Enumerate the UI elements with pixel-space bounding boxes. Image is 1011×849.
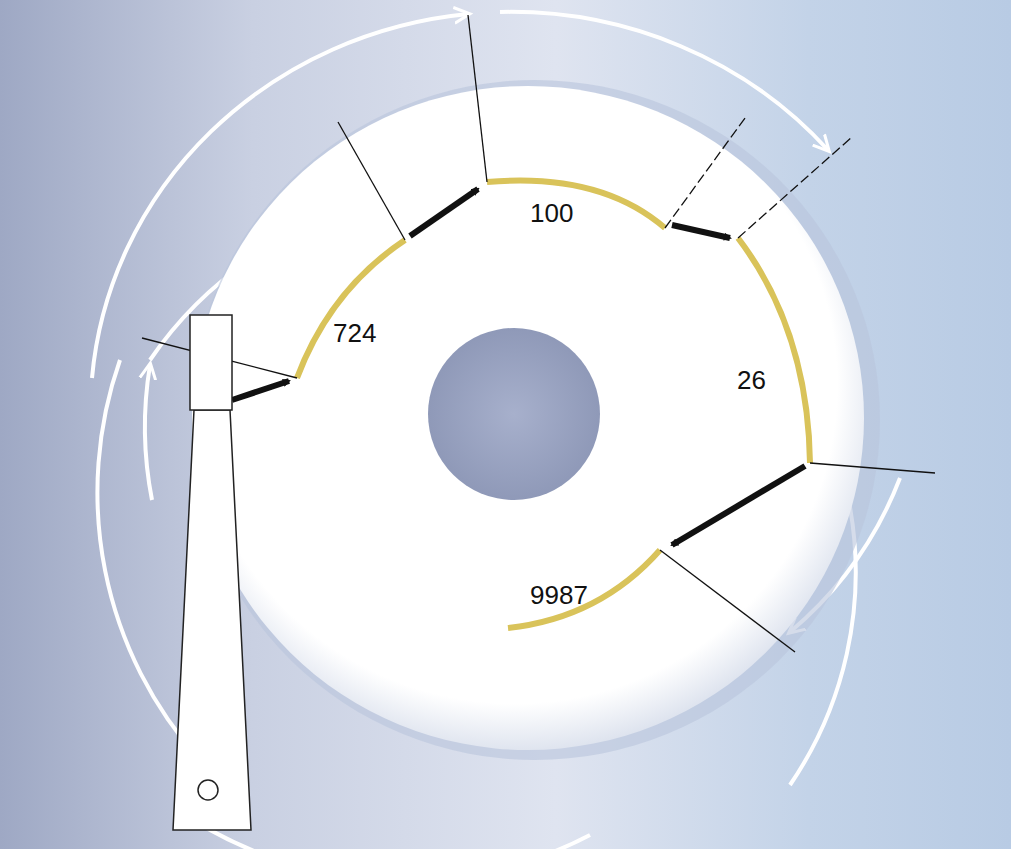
disk-shadow [190, 80, 880, 760]
spindle-hole [428, 328, 600, 500]
segment-length: 724 [333, 320, 376, 346]
segment-length: 26 [737, 367, 766, 393]
boundary-lines [142, 15, 935, 652]
disk [192, 86, 864, 750]
seek-arrows [232, 189, 805, 545]
read-write-arm [173, 315, 251, 830]
track-segments [297, 180, 810, 628]
rotation-arrows [92, 12, 900, 849]
segment-length: 9987 [530, 582, 588, 608]
segment-length: 100 [530, 200, 573, 226]
